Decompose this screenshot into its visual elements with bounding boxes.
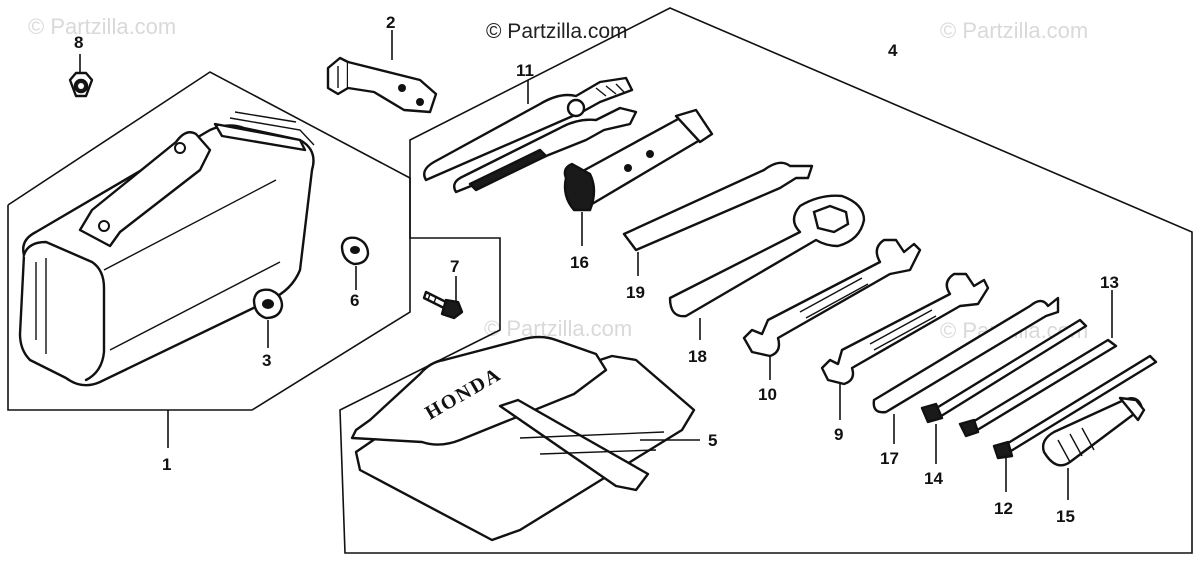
callout-3: 3 bbox=[262, 351, 271, 370]
watermark-top-right: © Partzilla.com bbox=[940, 18, 1089, 43]
part-5-tool-pouch: HONDA bbox=[350, 335, 700, 542]
part-14-screwdriver-bit bbox=[920, 318, 1088, 464]
watermark-top-center: © Partzilla.com bbox=[486, 20, 628, 43]
watermark-top-left: © Partzilla.com bbox=[28, 14, 177, 39]
part-18-box-wrench bbox=[668, 194, 866, 340]
part-7-bolt bbox=[422, 276, 464, 320]
callout-12: 12 bbox=[994, 499, 1013, 518]
part-11-pliers bbox=[423, 76, 638, 194]
callout-5: 5 bbox=[708, 431, 717, 450]
callout-7: 7 bbox=[450, 257, 459, 276]
part-13-screwdriver-bit bbox=[958, 290, 1118, 438]
part-2-bracket bbox=[326, 30, 438, 114]
callout-2: 2 bbox=[386, 13, 395, 32]
callout-6: 6 bbox=[350, 291, 359, 310]
callout-8: 8 bbox=[74, 33, 83, 52]
callout-15: 15 bbox=[1056, 507, 1075, 526]
part-3-grommet bbox=[252, 288, 284, 348]
part-19-hook-spanner bbox=[622, 161, 814, 276]
part-15-screwdriver-handle bbox=[1041, 396, 1146, 500]
watermark-mid-center: © Partzilla.com bbox=[484, 316, 633, 341]
part-6-grommet bbox=[340, 236, 370, 290]
part-9-open-end-wrench bbox=[820, 272, 990, 420]
callout-11: 11 bbox=[516, 61, 534, 80]
callout-14: 14 bbox=[924, 469, 943, 488]
callout-9: 9 bbox=[834, 425, 843, 444]
part-10-open-end-wrench bbox=[742, 238, 922, 380]
part-12-screwdriver-bit bbox=[992, 354, 1158, 492]
callout-10: 10 bbox=[758, 385, 777, 404]
part-17-handle-bar bbox=[872, 296, 1060, 444]
group-outline-right bbox=[339, 7, 1193, 554]
callout-19: 19 bbox=[626, 283, 645, 302]
part-1-tool-case bbox=[18, 111, 315, 448]
callout-4: 4 bbox=[888, 41, 898, 60]
callout-17: 17 bbox=[880, 449, 899, 468]
part-8-nut bbox=[68, 54, 94, 98]
callout-18: 18 bbox=[688, 347, 707, 366]
part-16-spark-plug-wrench bbox=[563, 108, 714, 246]
callout-16: 16 bbox=[570, 253, 589, 272]
group-outline-left bbox=[7, 71, 411, 411]
callout-13: 13 bbox=[1100, 273, 1119, 292]
callout-1: 1 bbox=[162, 455, 171, 474]
